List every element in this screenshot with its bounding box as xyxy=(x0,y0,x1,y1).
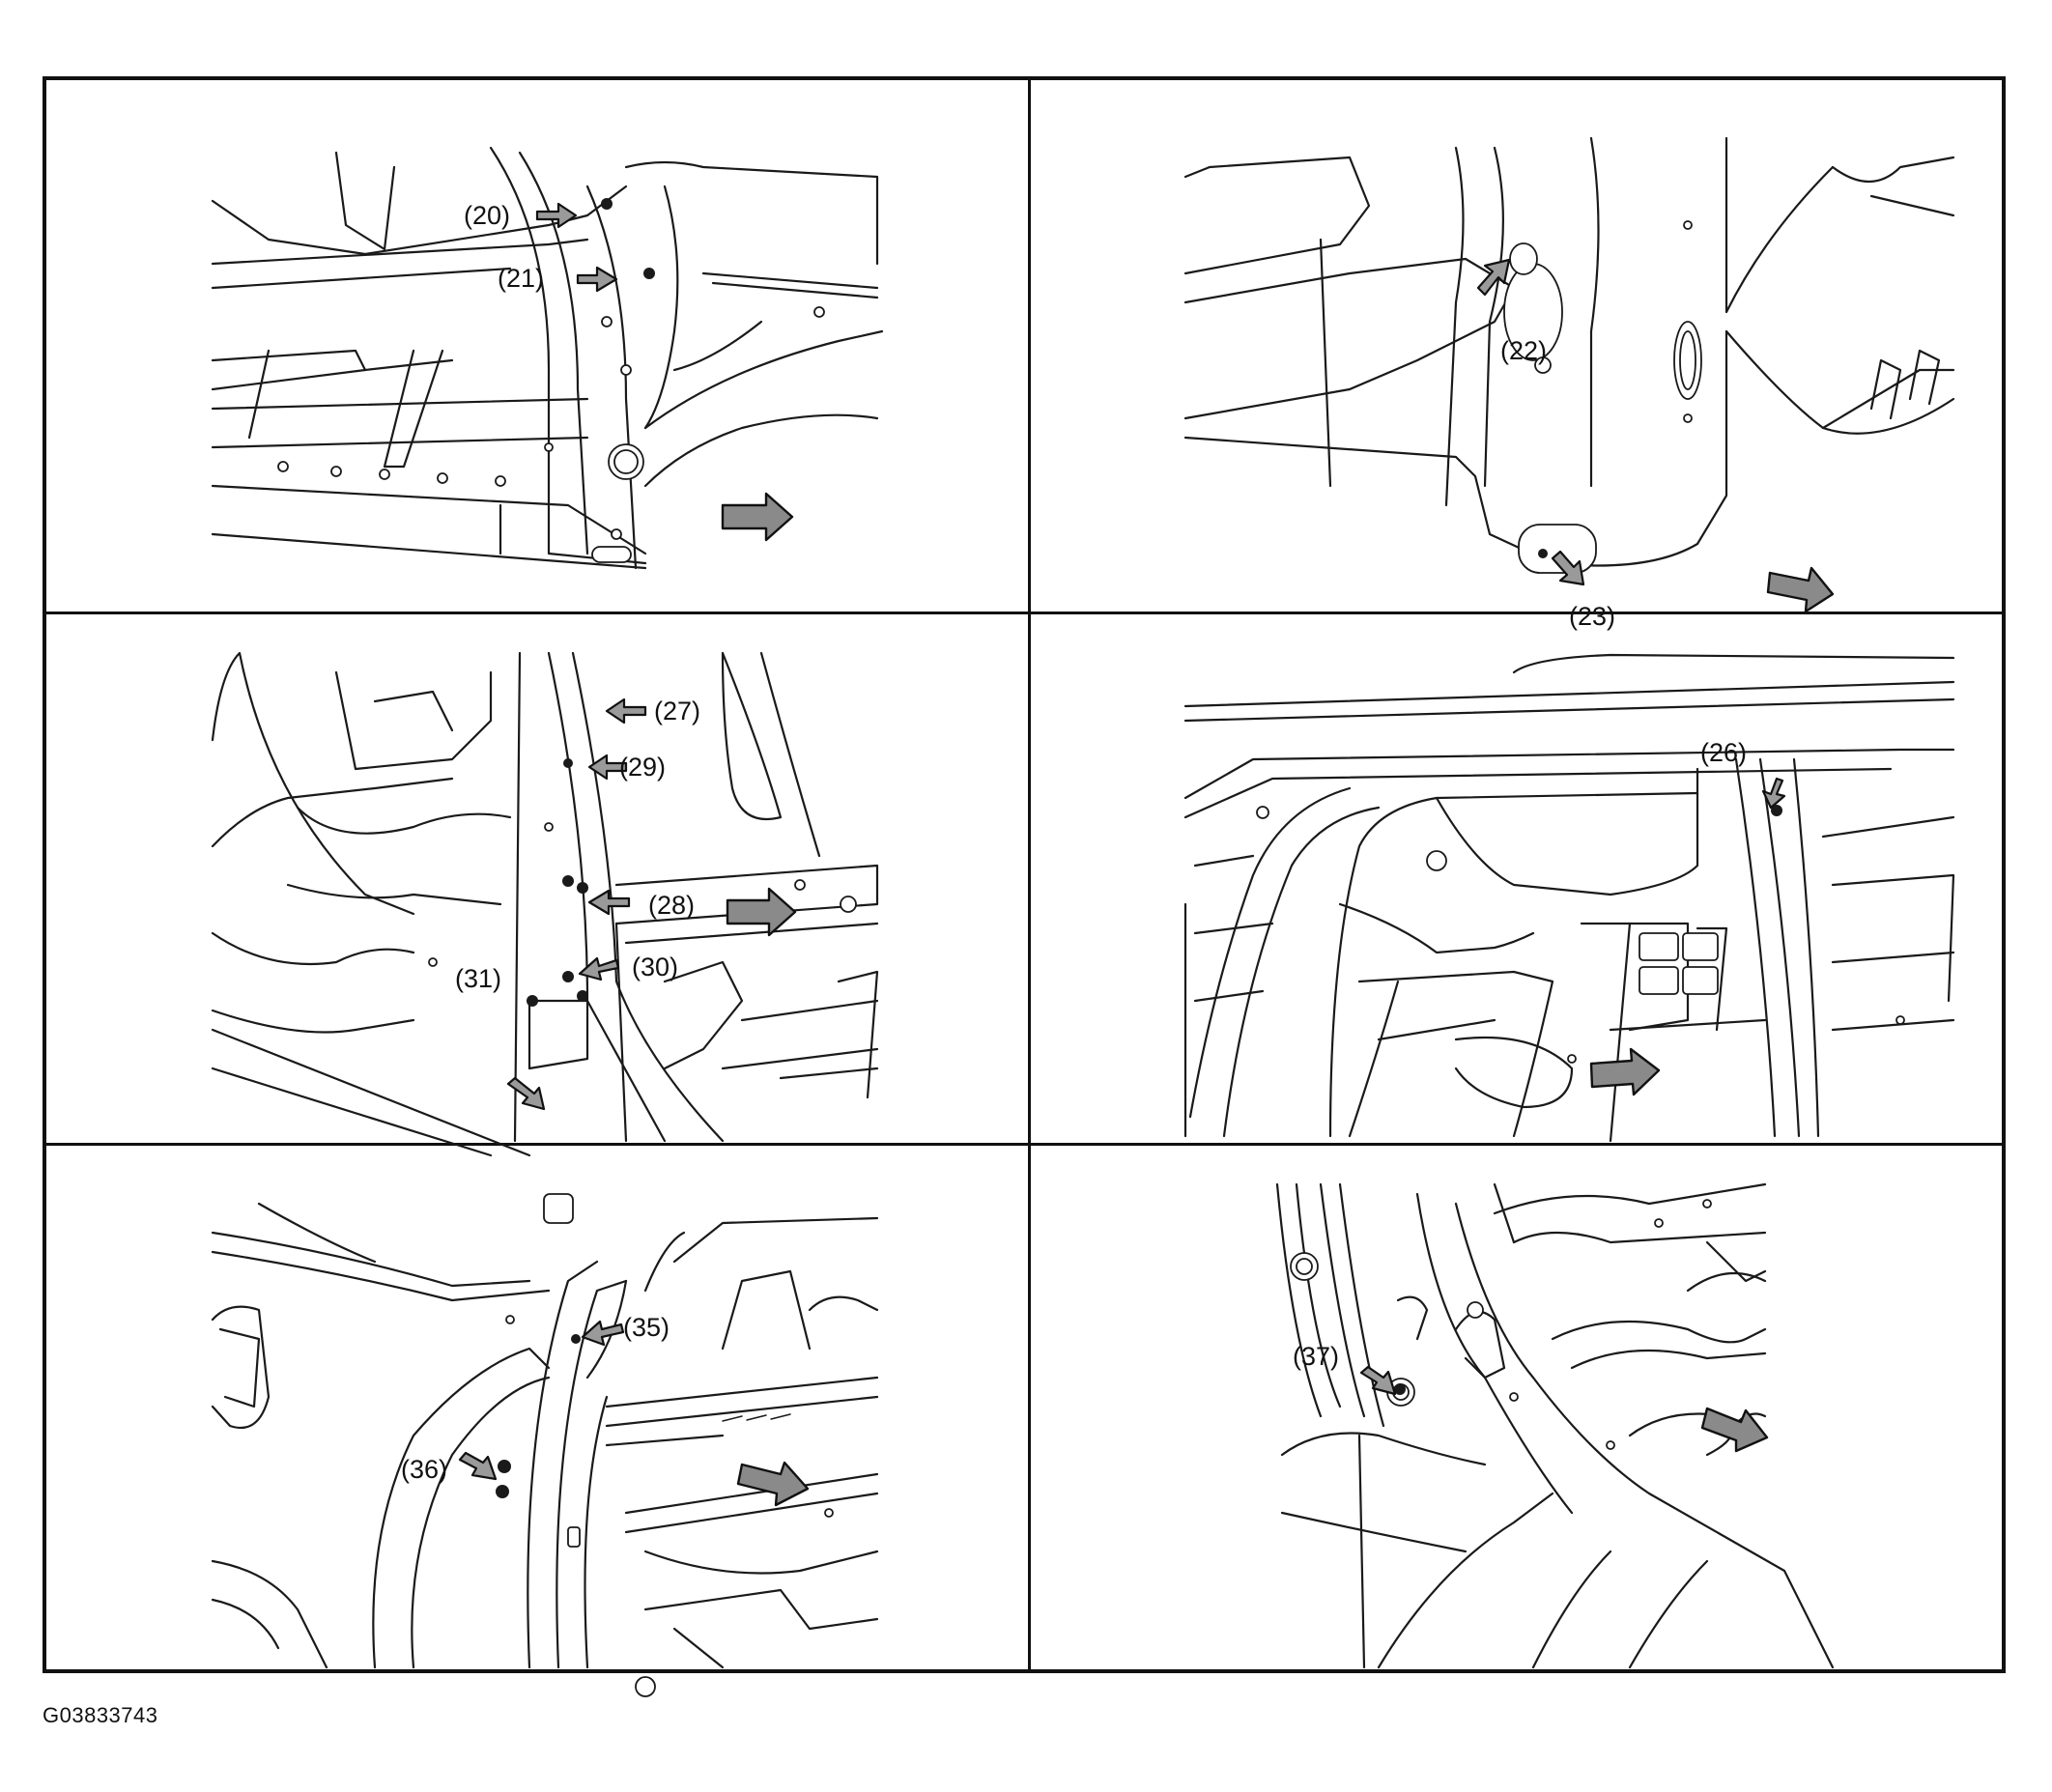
vertical-divider xyxy=(1028,80,1031,1669)
panel-6: (37) xyxy=(1031,1146,2002,1669)
panel-4-illustration xyxy=(1183,653,1955,1143)
callout-29: (29) xyxy=(619,753,667,782)
front-direction-arrow xyxy=(1589,1047,1661,1096)
front-direction-arrow xyxy=(1766,566,1835,613)
callout-36: (36) xyxy=(401,1455,448,1484)
callout-22: (22) xyxy=(1500,336,1548,365)
callout-27: (27) xyxy=(654,697,701,725)
front-direction-arrow xyxy=(736,1461,810,1507)
callout-23: (23) xyxy=(1569,602,1616,631)
front-direction-arrow xyxy=(721,492,794,542)
callout-30: (30) xyxy=(632,953,679,981)
panel-1-illustration xyxy=(211,146,884,570)
panel-6-illustration xyxy=(1275,1182,1835,1669)
panel-4: (26) xyxy=(1031,614,2002,1143)
panel-5-illustration xyxy=(211,1193,879,1697)
front-direction-arrow xyxy=(1700,1407,1769,1453)
panel-3-illustration xyxy=(211,651,879,1157)
callout-31: (31) xyxy=(455,964,502,993)
callout-21: (21) xyxy=(498,264,545,293)
front-direction-arrow xyxy=(726,887,797,937)
panel-5: (35) (36) xyxy=(46,1146,1028,1697)
diagram-frame: (20) (21) xyxy=(43,76,2006,1697)
callout-26: (26) xyxy=(1700,738,1748,767)
panel-2: (22) (23) xyxy=(1031,80,2002,631)
panel-3: (27) (29) (28) (30) (31) xyxy=(46,614,1028,1157)
figure-id: G03833743 xyxy=(43,1703,158,1727)
callout-28: (28) xyxy=(648,891,696,920)
panel-2-illustration xyxy=(1183,136,1955,613)
callout-35: (35) xyxy=(623,1313,670,1342)
callout-20: (20) xyxy=(464,201,511,230)
panel-1: (20) (21) xyxy=(46,80,1028,612)
callout-37: (37) xyxy=(1293,1342,1340,1371)
horizontal-divider-1 xyxy=(46,612,2002,614)
horizontal-divider-2 xyxy=(46,1143,2002,1146)
